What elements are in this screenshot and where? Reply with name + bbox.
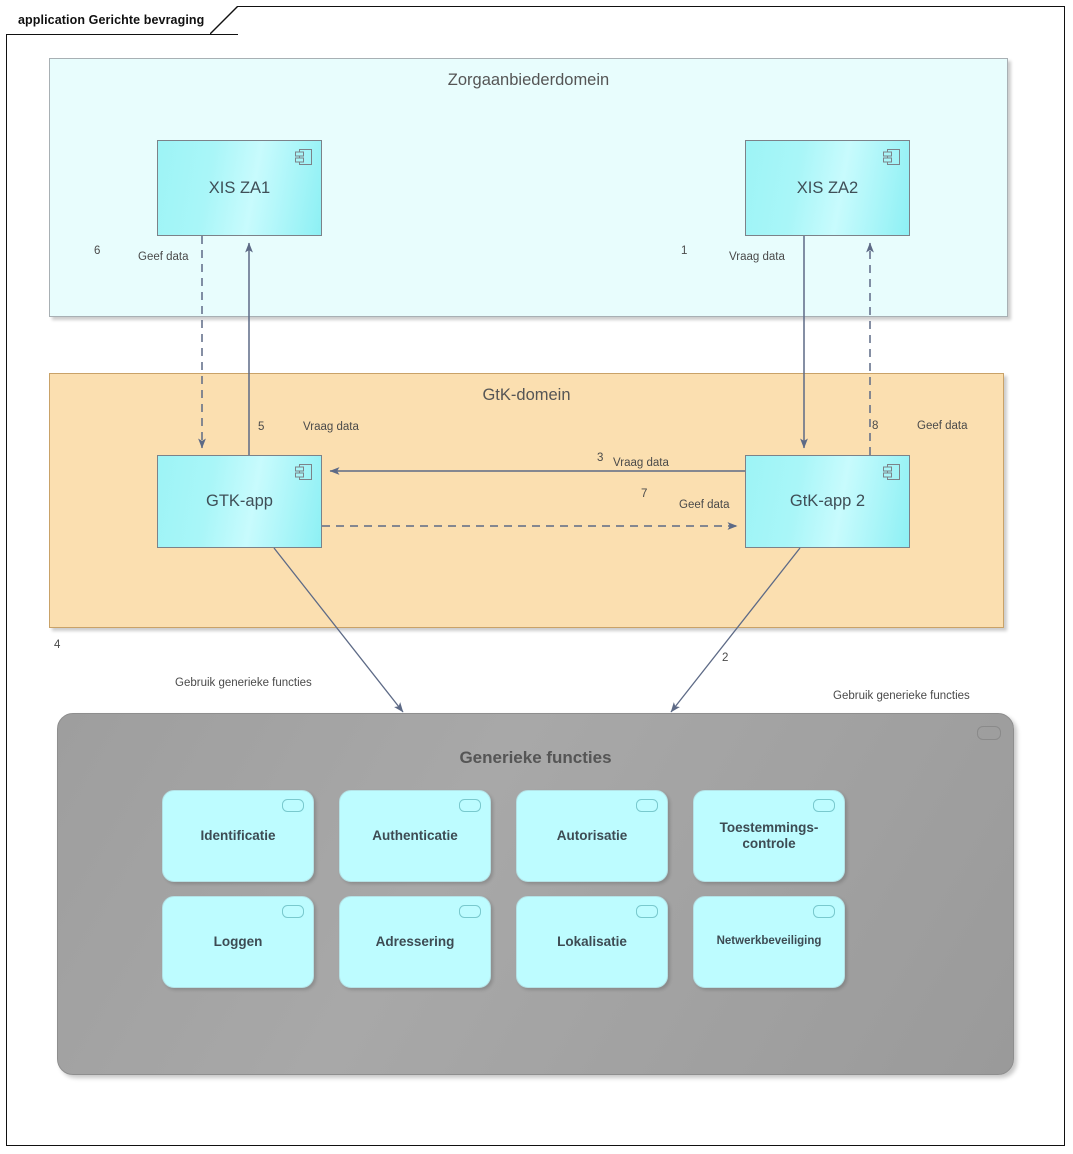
function-label: Toestemmings-controle	[719, 819, 819, 851]
function-authenticatie[interactable]: Authenticatie	[339, 790, 491, 882]
edge-number-2: 2	[722, 652, 729, 664]
edge-number-5: 5	[258, 421, 265, 433]
function-adressering[interactable]: Adressering	[339, 896, 491, 988]
function-label: Netwerkbeveiliging	[716, 935, 822, 948]
edge-label-geef-data-2: Geef data	[679, 499, 730, 511]
diagram-title-tab: application Gerichte bevraging	[6, 6, 239, 35]
grouping-generieke-functies[interactable]: Generieke functies Identificatie Authent…	[57, 713, 1014, 1075]
component-label: GTK-app	[206, 492, 273, 511]
edge-label-gebruik-generieke-functies-right: Gebruik generieke functies	[833, 690, 970, 702]
component-gtk-app-2[interactable]: GtK-app 2	[745, 455, 910, 548]
title-tab-slant-icon	[210, 6, 239, 34]
component-label: XIS ZA2	[796, 178, 859, 197]
zorgaanbiederdomein-title: Zorgaanbiederdomein	[447, 71, 610, 89]
component-label: GtK-app 2	[789, 492, 866, 511]
rounded-rect-icon	[282, 799, 304, 812]
edge-label-geef-data-1: Geef data	[138, 251, 189, 263]
component-label: XIS ZA1	[208, 178, 271, 197]
edge-number-3: 3	[597, 452, 604, 464]
function-label: Lokalisatie	[557, 933, 627, 949]
component-xis-za2[interactable]: XIS ZA2	[745, 140, 910, 236]
generieke-functies-title: Generieke functies	[459, 748, 612, 767]
title-tab-body: application Gerichte bevraging	[6, 6, 239, 35]
function-identificatie[interactable]: Identificatie	[162, 790, 314, 882]
uml-component-icon	[882, 147, 902, 167]
edge-number-1: 1	[681, 245, 688, 257]
edge-number-7: 7	[641, 488, 648, 500]
edge-number-6: 6	[94, 245, 101, 257]
function-label: Identificatie	[200, 827, 276, 843]
edge-label-geef-data-3: Geef data	[917, 420, 968, 432]
function-label: Adressering	[375, 933, 455, 949]
function-row: Loggen Adressering Lokalisatie Netwerkbe…	[162, 896, 918, 988]
function-netwerkbeveiliging[interactable]: Netwerkbeveiliging	[693, 896, 845, 988]
rounded-rect-icon	[459, 905, 481, 918]
rounded-rect-icon	[813, 905, 835, 918]
edge-number-4: 4	[54, 639, 61, 651]
function-loggen[interactable]: Loggen	[162, 896, 314, 988]
edge-label-vraag-data-2: Vraag data	[303, 421, 359, 433]
uml-component-icon	[294, 462, 314, 482]
gtk-domein-title: GtK-domein	[482, 386, 571, 404]
function-lokalisatie[interactable]: Lokalisatie	[516, 896, 668, 988]
rounded-rect-icon	[282, 905, 304, 918]
edge-label-vraag-data-3: Vraag data	[613, 457, 669, 469]
rounded-rect-icon	[636, 905, 658, 918]
function-row: Identificatie Authenticatie Autorisatie …	[162, 790, 918, 882]
uml-component-icon	[882, 462, 902, 482]
function-label: Authenticatie	[372, 827, 458, 843]
edge-label-vraag-data-1: Vraag data	[729, 251, 785, 263]
function-label: Autorisatie	[556, 827, 628, 843]
rounded-rect-icon	[459, 799, 481, 812]
component-gtk-app[interactable]: GTK-app	[157, 455, 322, 548]
component-xis-za1[interactable]: XIS ZA1	[157, 140, 322, 236]
edge-label-gebruik-generieke-functies-left: Gebruik generieke functies	[175, 677, 312, 689]
edge-number-8: 8	[872, 420, 879, 432]
function-toestemmingscontrole[interactable]: Toestemmings-controle	[693, 790, 845, 882]
rounded-rect-icon	[636, 799, 658, 812]
generieke-functies-grid: Identificatie Authenticatie Autorisatie …	[162, 790, 918, 1002]
rounded-rect-icon	[977, 726, 1001, 740]
function-label: Loggen	[213, 933, 263, 949]
uml-component-icon	[294, 147, 314, 167]
function-autorisatie[interactable]: Autorisatie	[516, 790, 668, 882]
rounded-rect-icon	[813, 799, 835, 812]
diagram-title-label: application Gerichte bevraging	[18, 13, 205, 27]
